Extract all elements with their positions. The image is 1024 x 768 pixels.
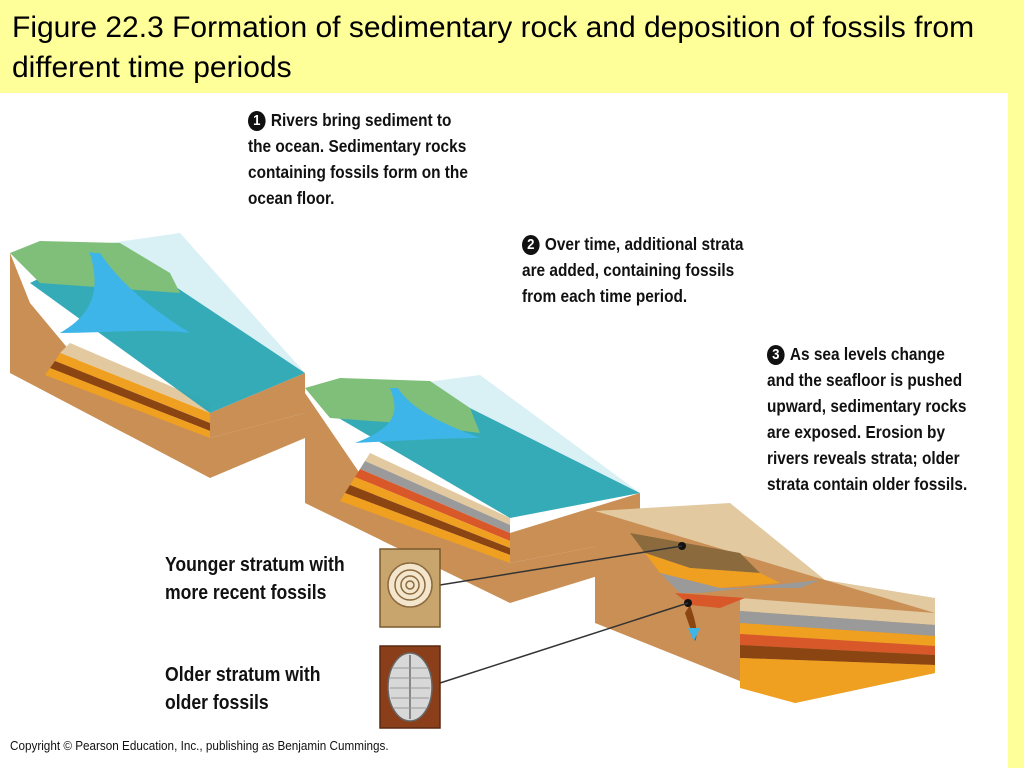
step-2-line-3: from each time period. bbox=[522, 286, 688, 306]
ammonite-shell-icon bbox=[379, 548, 441, 628]
block-2-orange-layer bbox=[350, 477, 510, 548]
block-3-top-surface bbox=[595, 503, 935, 613]
step-3-line-4: are exposed. Erosion by bbox=[767, 422, 946, 442]
block-1-bottom-side bbox=[210, 413, 305, 478]
block-1 bbox=[10, 233, 305, 478]
block-3-red-layer bbox=[740, 634, 935, 655]
step-1-number: 1 bbox=[248, 111, 266, 131]
block-1-orange-layer bbox=[55, 353, 210, 423]
block-3-orange-layer-2 bbox=[740, 658, 935, 703]
block-3-gray-layer bbox=[740, 611, 935, 636]
block-3-brown-layer bbox=[740, 645, 935, 665]
block-2-orange-layer-2 bbox=[340, 493, 510, 563]
diagram-illustration bbox=[10, 233, 935, 729]
step-2-number: 2 bbox=[522, 235, 540, 255]
block-1-sand-layer bbox=[60, 343, 210, 413]
block-3-valley-upper bbox=[630, 533, 760, 573]
block-3-valley-gray bbox=[660, 573, 820, 593]
block-3-orange-layer bbox=[740, 623, 935, 646]
block-2 bbox=[305, 375, 640, 603]
step-3-line-1: As sea levels change bbox=[789, 344, 945, 364]
younger-label-line-1: Younger stratum with bbox=[165, 554, 345, 576]
older-stratum-label: Older stratum with older fossils bbox=[165, 661, 320, 717]
step-3-line-3: upward, sedimentary rocks bbox=[767, 396, 967, 416]
step-1-line-1: Rivers bring sediment to bbox=[270, 110, 452, 130]
block-1-river bbox=[89, 251, 101, 260]
step-2-line-1: Over time, additional strata bbox=[544, 234, 744, 254]
block-3-valley-orange bbox=[645, 553, 780, 588]
block-2-slope-face bbox=[305, 393, 510, 603]
step-2-line-2: are added, containing fossils bbox=[522, 260, 735, 280]
block-3-river bbox=[688, 628, 700, 641]
older-label-line-2: older fossils bbox=[165, 692, 269, 714]
step-1-line-4: ocean floor. bbox=[248, 188, 335, 208]
step-3-line-5: rivers reveals strata; older bbox=[767, 448, 960, 468]
block-1-brown-layer bbox=[50, 361, 210, 431]
block-2-river-plume bbox=[355, 388, 480, 443]
block-2-gray-layer bbox=[360, 461, 510, 533]
block-1-orange-layer-2 bbox=[45, 368, 210, 438]
younger-leader-line bbox=[439, 545, 683, 586]
older-leader-line bbox=[439, 602, 689, 684]
younger-label-line-2: more recent fossils bbox=[165, 582, 327, 604]
block-2-sand-layer bbox=[365, 453, 510, 525]
block-1-slope-face bbox=[10, 253, 210, 478]
block-3-valley-red bbox=[675, 593, 745, 608]
block-2-water-surface bbox=[420, 375, 640, 493]
step-3-line-6: strata contain older fossils. bbox=[767, 474, 968, 494]
step-1-line-3: containing fossils form on the bbox=[248, 162, 468, 182]
block-1-river-plume bbox=[60, 253, 190, 333]
block-1-right-face bbox=[210, 373, 305, 438]
block-2-brown-layer bbox=[345, 485, 510, 555]
step-1-line-2: the ocean. Sedimentary rocks bbox=[248, 136, 467, 156]
trilobite-icon bbox=[379, 645, 441, 729]
step-3-line-2: and the seafloor is pushed bbox=[767, 370, 963, 390]
block-3 bbox=[595, 503, 935, 703]
block-2-red-layer bbox=[355, 469, 510, 541]
step-3-number: 3 bbox=[767, 345, 785, 365]
copyright-text: Copyright © Pearson Education, Inc., pub… bbox=[10, 738, 389, 753]
older-label-line-1: Older stratum with bbox=[165, 664, 321, 686]
younger-stratum-label: Younger stratum with more recent fossils bbox=[165, 551, 345, 607]
slide-title: Figure 22.3 Formation of sedimentary roc… bbox=[12, 11, 975, 84]
block-3-sand-layer bbox=[740, 598, 935, 625]
